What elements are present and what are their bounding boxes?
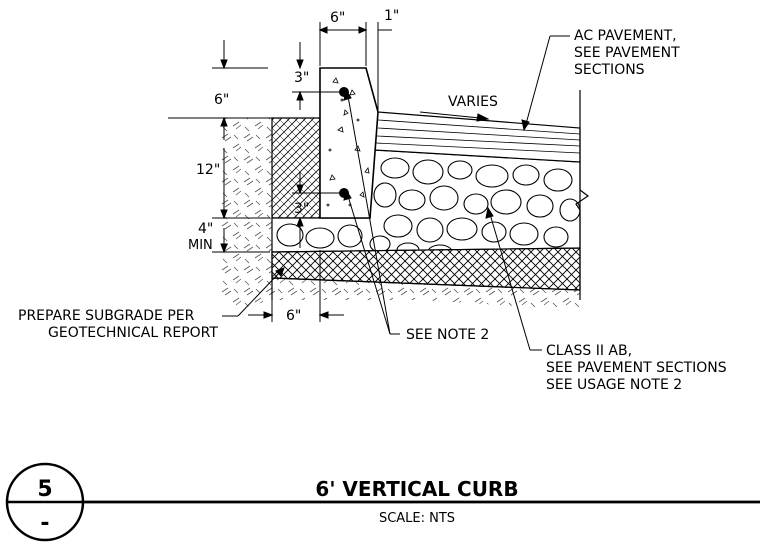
dim-pin-top-label: 3" [294, 70, 309, 86]
native-soil-bottom [272, 278, 580, 310]
ac-pavement-line-3: SECTIONS [574, 62, 645, 78]
dim-bottom-width [248, 250, 344, 322]
dim-top-width-label: 6" [330, 10, 345, 26]
class-ab-line-2: SEE PAVEMENT SECTIONS [546, 360, 727, 376]
varies-arrow [419, 111, 490, 122]
ac-pavement-leader [521, 35, 570, 132]
dim-batter-label: 1" [384, 8, 399, 24]
dim-top-width [318, 22, 392, 110]
ac-pavement-line-1: AC PAVEMENT, [574, 28, 677, 44]
sheet-reference: - [40, 511, 49, 536]
class-ab-line-3: SEE USAGE NOTE 2 [546, 377, 682, 393]
title-block [5, 462, 760, 542]
subgrade-line-1: PREPARE SUBGRADE PER [18, 308, 195, 324]
see-note-leader [343, 88, 400, 335]
dim-pin-bottom-label: 3" [294, 201, 309, 217]
see-note-label: SEE NOTE 2 [406, 327, 489, 343]
native-soil-left [220, 118, 272, 310]
dim-base-min-suffix: MIN [188, 238, 213, 253]
detail-number: 5 [37, 477, 52, 502]
dim-depth-label: 12" [196, 162, 220, 178]
subgrade-line-2: GEOTECHNICAL REPORT [48, 325, 218, 341]
varies-label: VARIES [448, 94, 498, 110]
dim-curb-height-label: 6" [214, 92, 229, 108]
class-ab-leader [485, 206, 542, 351]
dim-left-vertical [212, 40, 270, 254]
detail-scale: SCALE: NTS [379, 511, 455, 526]
ac-pavement-line-2: SEE PAVEMENT [574, 45, 680, 61]
break-line [575, 90, 590, 300]
class-ab-line-1: CLASS II AB, [546, 343, 632, 359]
detail-title: 6' VERTICAL CURB [315, 477, 518, 501]
dim-rebar-cover [292, 42, 340, 248]
aggregate-base [271, 149, 581, 253]
dim-base-min-label: 4" [198, 221, 213, 237]
concrete-curb [319, 67, 379, 219]
dim-bottom-width-label: 6" [286, 308, 301, 324]
subgrade-leader [222, 267, 285, 317]
